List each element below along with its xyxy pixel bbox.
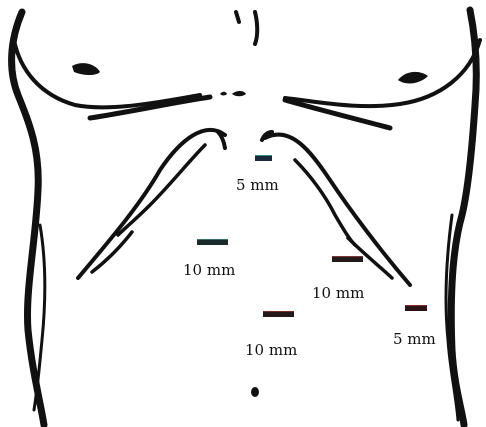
left-chest-line (14, 40, 200, 107)
port-label-5mm-top: 5 mm (236, 178, 279, 193)
right-chest-line (285, 40, 480, 106)
port-label-10mm-left: 10 mm (183, 263, 235, 278)
right-nipple (398, 72, 428, 84)
sternum-mark-1 (236, 12, 239, 22)
port-marker-5mm-top (255, 155, 272, 161)
sternum-mark-2 (255, 12, 257, 44)
sternal-mark-left (220, 92, 227, 96)
port-marker-10mm-bottom (263, 311, 294, 317)
left-nipple (72, 63, 100, 75)
port-label-10mm-bottom: 10 mm (245, 343, 297, 358)
port-label-5mm-right: 5 mm (393, 332, 436, 347)
left-rib-arc (118, 145, 205, 235)
port-marker-10mm-left (197, 239, 228, 245)
sternal-mark-right (232, 91, 246, 96)
right-costal-margin (265, 134, 410, 285)
port-label-10mm-right: 10 mm (312, 286, 364, 301)
umbilicus (251, 387, 259, 397)
port-marker-5mm-right (405, 305, 427, 311)
port-marker-10mm-right (332, 256, 363, 262)
